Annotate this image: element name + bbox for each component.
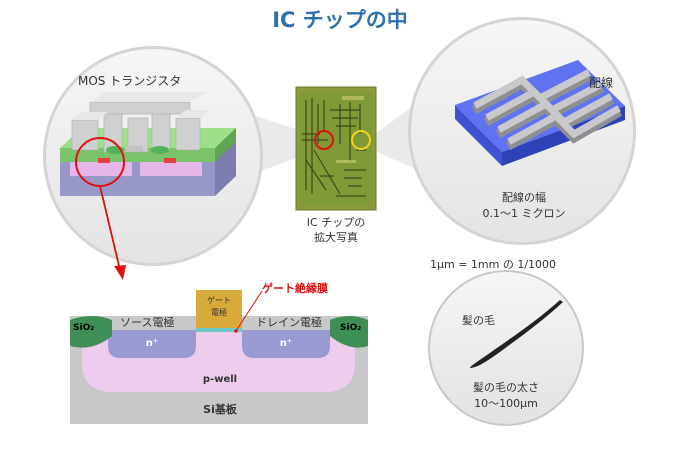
sio2-right-label: SiO₂ [340,323,362,333]
arrow-line [99,185,121,271]
chip-highlight-red [314,130,334,150]
chip-highlight-yellow [351,130,371,150]
wiring-width-label-line1: 配線の幅 [502,191,546,204]
unit-conversion-note: 1μm = 1mm の 1/1000 [430,258,557,271]
hair-label: 髪の毛 [462,314,495,327]
hair-strand [470,300,563,368]
n-plus-right-label: n⁺ [279,338,293,349]
arrow-head [114,265,126,280]
wiring-3d-block [455,60,625,166]
wiring-label: 配線 [589,76,614,90]
wiring-width-label-line2: 0.1～1 ミクロン [482,207,566,220]
wiring-magnifier [408,17,636,245]
p-well-label: p-well [202,374,238,385]
ic-chip-photo [295,86,377,211]
n-plus-left-label: n⁺ [145,338,159,349]
hair-thickness-label-line2: 10～100μm [474,397,538,410]
si-substrate-label: Si基板 [203,403,237,416]
transistor-cross-section [70,290,368,424]
chip-photo-caption-line1: IC チップの [306,216,366,229]
page-title: IC チップの中 [272,8,408,32]
gate-electrode-label-line1: ゲート [207,296,231,305]
magnifier-cone-left [248,115,323,176]
mos-transistor-label: MOS トランジスタ [78,74,182,88]
mos-transistor-3d-block [60,92,236,196]
sio2-left-label: SiO₂ [73,323,95,333]
gate-electrode-label-line2: 電極 [211,308,227,317]
mos-transistor-magnifier [43,46,263,266]
source-electrode-label: ソース電極 [120,316,175,329]
hair-magnifier [428,270,584,426]
chip-photo-caption-line2: 拡大写真 [314,231,358,244]
hair-thickness-label-line1: 髪の毛の太さ [473,381,539,394]
drain-electrode-label: ドレイン電極 [256,316,322,329]
gate-insulator-label: ゲート絶縁膜 [262,282,328,295]
